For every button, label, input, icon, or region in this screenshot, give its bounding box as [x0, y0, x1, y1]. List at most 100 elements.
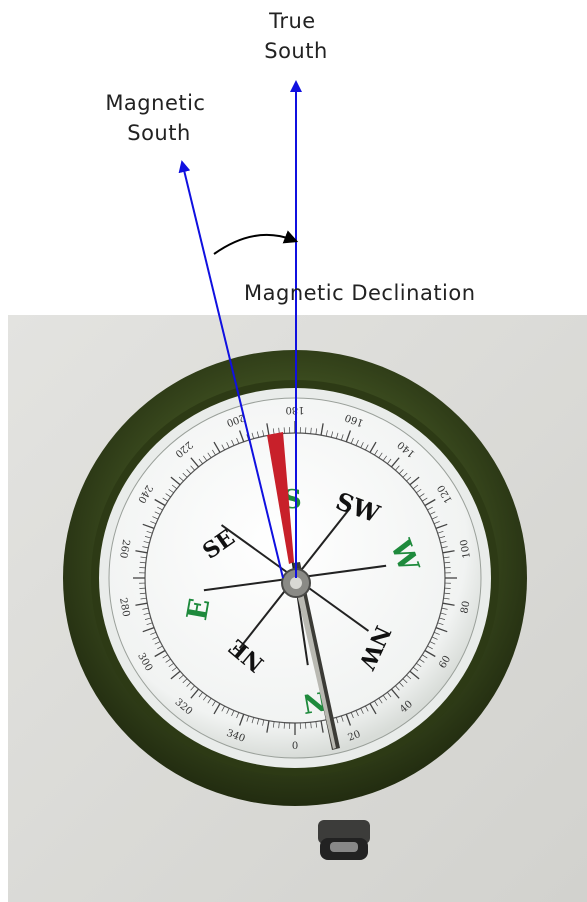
degree-tick	[444, 592, 451, 595]
degree-tick	[369, 441, 377, 453]
degree-tick	[278, 722, 280, 729]
degree-tick	[310, 722, 312, 729]
degree-tick	[409, 476, 420, 486]
degree-tick	[251, 717, 254, 724]
degree-tick	[412, 484, 419, 490]
degree-tick	[213, 441, 221, 453]
degree-tick	[139, 561, 146, 564]
degree-tick	[190, 685, 195, 691]
degree-tick	[142, 626, 155, 633]
degree-tick	[416, 662, 422, 668]
degree-tick	[165, 493, 171, 498]
degree-tick	[336, 717, 339, 724]
degree-tick	[433, 521, 440, 525]
needle-red-tip	[267, 432, 294, 564]
degree-tick	[378, 452, 383, 458]
degree-tick	[330, 431, 334, 438]
degree-tick	[387, 458, 392, 464]
degree-tick	[374, 449, 378, 456]
degree-tick	[168, 488, 174, 494]
degree-tick	[262, 430, 265, 437]
degree-tick	[154, 641, 161, 645]
degree-tick	[406, 476, 412, 482]
degree-tick	[369, 703, 377, 715]
degree-tick	[140, 597, 147, 600]
degree-tick	[251, 432, 254, 439]
degree-tick	[350, 437, 354, 444]
degree-tick	[198, 458, 203, 464]
degree-tick	[374, 700, 378, 707]
degree-tick	[402, 472, 408, 478]
degree-tick	[154, 511, 161, 515]
degree-tick	[168, 662, 174, 668]
degree-tick	[424, 649, 436, 658]
degree-tick	[182, 472, 188, 478]
degree-tick	[150, 521, 157, 525]
degree-tick	[144, 536, 151, 539]
degree-tick	[390, 457, 400, 468]
degree-tick	[154, 498, 166, 507]
degree-tick	[231, 710, 235, 717]
degree-tick	[444, 561, 451, 564]
degree-tick	[165, 658, 171, 663]
magnetic-declination-label: Magnetic Declination	[244, 281, 476, 305]
degree-tick	[190, 465, 195, 471]
degree-tick	[143, 541, 150, 544]
degree-tick	[178, 674, 184, 680]
degree-tick	[350, 712, 354, 719]
degree-tick	[427, 645, 433, 650]
degree-tick	[213, 703, 221, 715]
degree-tick	[355, 710, 359, 717]
degree-tick	[442, 602, 455, 606]
degree-tick	[203, 695, 208, 701]
degree-tick	[345, 714, 352, 726]
degree-tick	[424, 498, 436, 507]
degree-tick	[139, 592, 146, 595]
degree-tick	[355, 439, 359, 446]
degree-tick	[443, 597, 450, 600]
degree-label: 100	[459, 538, 473, 559]
rose-spoke	[294, 564, 387, 579]
degree-tick	[272, 721, 275, 728]
degree-tick	[398, 469, 404, 474]
degree-tick	[443, 556, 450, 559]
degree-tick	[435, 523, 448, 530]
degree-tick	[429, 511, 436, 515]
degree-tick	[238, 430, 245, 442]
degree-tick	[395, 465, 400, 471]
degree-tick	[135, 550, 148, 554]
degree-tick	[419, 493, 425, 498]
degree-tick	[238, 714, 245, 726]
degree-tick	[412, 666, 419, 672]
degree-tick	[226, 442, 230, 448]
degree-tick	[440, 541, 447, 544]
degree-tick	[360, 708, 364, 714]
degree-tick	[142, 546, 149, 549]
degree-tick	[272, 428, 275, 435]
degree-tick	[336, 432, 339, 439]
degree-tick	[365, 444, 369, 451]
degree-tick	[170, 476, 181, 486]
degree-tick	[182, 678, 188, 684]
degree-tick	[157, 506, 163, 511]
degree-tick	[406, 674, 412, 680]
degree-label: 280	[117, 597, 131, 618]
curved-arrow-icon	[213, 230, 299, 255]
degree-tick	[142, 523, 155, 530]
degree-tick	[345, 430, 352, 442]
degree-tick	[382, 455, 387, 461]
degree-tick	[409, 670, 420, 680]
degree-tick	[186, 682, 192, 687]
degree-tick	[150, 631, 157, 635]
degree-tick	[152, 516, 159, 520]
rose-spoke	[220, 524, 296, 579]
degree-tick	[387, 692, 392, 698]
degree-tick	[262, 719, 265, 726]
degree-tick	[341, 715, 344, 722]
degree-tick	[398, 682, 404, 687]
degree-tick	[157, 645, 163, 650]
degree-tick	[402, 678, 408, 684]
degree-tick	[416, 488, 422, 494]
degree-label: 0	[292, 741, 298, 752]
degree-label: 260	[117, 538, 131, 559]
